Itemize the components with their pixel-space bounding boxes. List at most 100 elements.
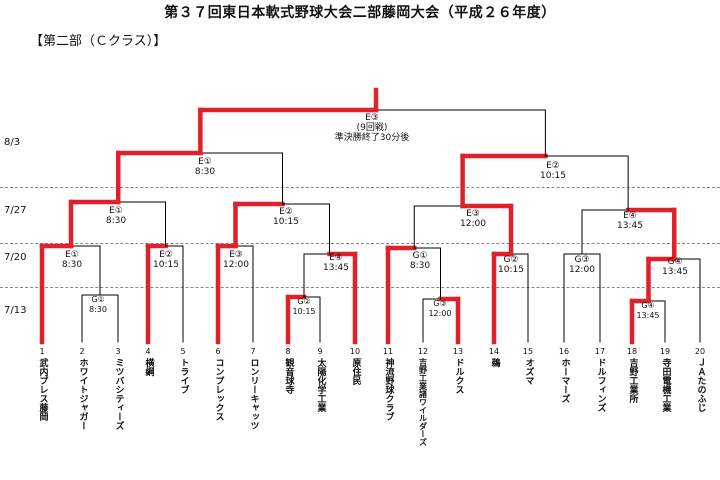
team-number: 20 (694, 347, 706, 356)
match-code: E② (279, 207, 293, 217)
team-number: 16 (558, 347, 570, 356)
team-number: 12 (417, 347, 429, 356)
match-code: E① (65, 250, 79, 260)
round-date-r1: 7/13 (4, 305, 27, 316)
match-code: E② (159, 250, 173, 260)
team-name: オズマ (523, 358, 534, 385)
round-divider (0, 187, 720, 188)
team-number: 5 (180, 347, 186, 356)
final-note: 準決勝終了30分後 (334, 133, 410, 143)
team-number: 13 (452, 347, 464, 356)
team-name: ミツバシティーズ (113, 358, 124, 430)
match-time: 10:15 (153, 260, 179, 270)
team-number: 18 (626, 347, 638, 356)
match-time: 8:30 (105, 216, 127, 226)
team-number: 2 (79, 347, 85, 356)
match-time: 12:00 (428, 309, 452, 318)
match-code: E④ (623, 211, 637, 221)
round-divider (0, 243, 720, 244)
team-name: ＪＡたのふじ (695, 358, 706, 412)
match-time: 10:15 (273, 217, 299, 227)
match-time: 8:30 (194, 167, 216, 177)
page-title: 第３７回東日本軟式野球大会二部藤岡大会（平成２６年度） (164, 5, 556, 21)
match-code: E③ (365, 113, 379, 123)
round-date-qf: 7/27 (4, 205, 27, 216)
team-name: トライブ (178, 358, 189, 394)
team-name: ドルフィンズ (595, 358, 606, 412)
match-time: 12:00 (460, 219, 486, 229)
team-number: 4 (145, 347, 151, 356)
team-entry: 19 寺田電機工業 (660, 346, 671, 412)
team-number: 1 (39, 347, 45, 356)
match-code: E④ (329, 253, 343, 263)
team-name: ドルクス (453, 358, 464, 394)
match-fin: E③(9回戦)準決勝終了30分後 (335, 113, 409, 143)
match-time: 12:00 (223, 260, 249, 270)
team-number: 19 (659, 347, 671, 356)
team-entry: 6 コンプレックス (213, 346, 224, 421)
team-entry: 12 吉野工業諸ワイルダーズ (418, 346, 429, 446)
match-code: G② (297, 297, 311, 306)
team-entry: 15 オズマ (523, 346, 534, 385)
match-code: G④ (641, 301, 655, 310)
team-name: 鵜 (489, 358, 500, 367)
match-code: G③ (574, 255, 590, 265)
match-code: G③ (433, 299, 447, 308)
match-time: 10:15 (498, 265, 524, 275)
team-name: 吉野工業所 (627, 358, 638, 403)
team-entry: 1 武内プレス藤岡 (37, 346, 48, 421)
match-code: G① (91, 295, 105, 304)
team-name: ホーマーズ (559, 358, 570, 403)
team-number: 11 (382, 347, 394, 356)
match-code: G④ (667, 257, 683, 267)
match-code: E③ (466, 209, 480, 219)
team-entry: 13 ドルクス (453, 346, 464, 394)
team-number: 8 (285, 347, 291, 356)
match-code: E① (198, 157, 212, 167)
match-time: 8:30 (89, 305, 107, 314)
team-number: 6 (215, 347, 221, 356)
match-time: 13:45 (323, 263, 349, 273)
team-entry: 2 ホワイトジャガー (77, 346, 88, 430)
team-number: 9 (317, 347, 323, 356)
team-entry: 18 吉野工業所 (627, 346, 638, 403)
team-number: 3 (115, 347, 121, 356)
team-name: ホワイトジャガー (77, 358, 88, 430)
team-number: 15 (522, 347, 534, 356)
round-divider (0, 287, 720, 288)
match-code: G② (503, 255, 519, 265)
division-heading: 【第二部（Ｃクラス）】 (30, 34, 167, 49)
team-number: 7 (250, 347, 256, 356)
team-name: 吉野工業諸ワイルダーズ (418, 358, 428, 446)
round-date-r2: 7/20 (4, 252, 27, 263)
round-date-sf: 8/3 (4, 137, 21, 148)
team-name: 武内プレス藤岡 (37, 358, 48, 421)
match-time: 12:00 (569, 265, 595, 275)
match-code: E② (546, 161, 560, 171)
team-name: コンプレックス (213, 358, 224, 421)
match-code: E① (109, 206, 123, 216)
team-number: 10 (349, 347, 361, 356)
team-name: 寺田電機工業 (660, 358, 671, 412)
match-time: 10:15 (540, 171, 566, 181)
